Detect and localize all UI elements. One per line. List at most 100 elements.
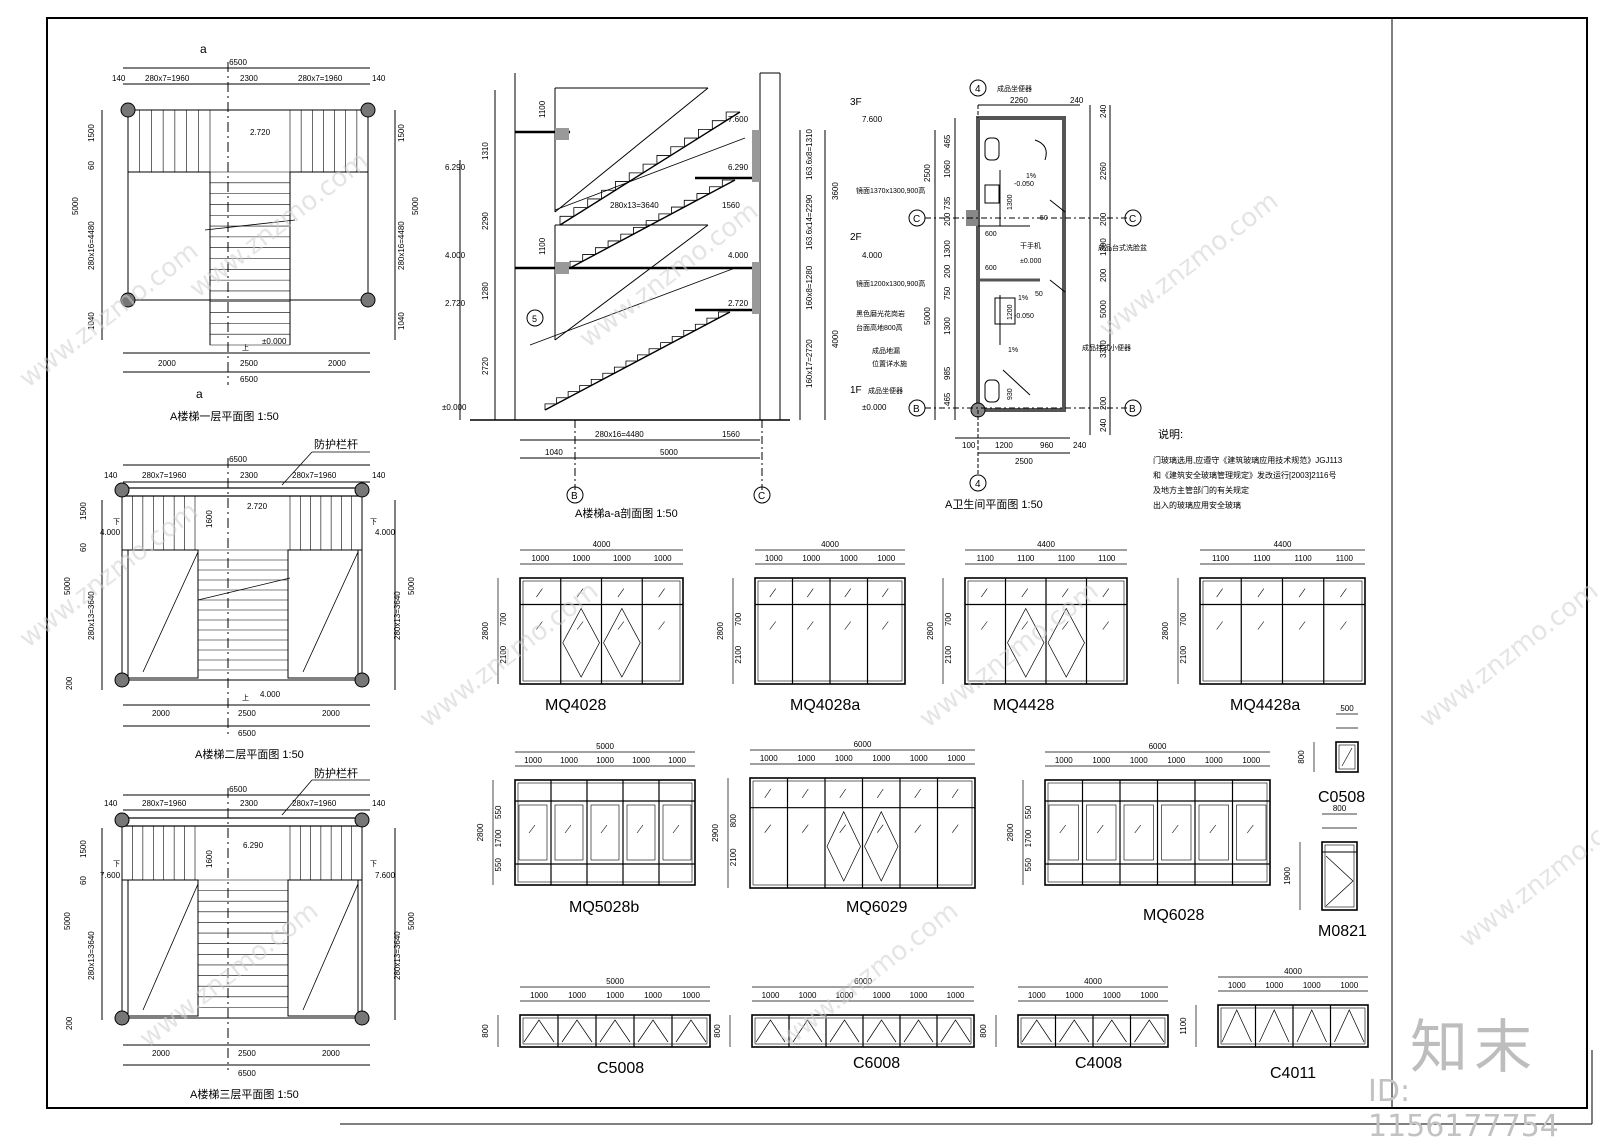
dim-total: 4000	[593, 540, 611, 549]
dim-pane: 1000	[1242, 756, 1260, 765]
p1-right-3: 280x16=4480	[397, 221, 406, 270]
t-overall-l: 2500	[923, 164, 932, 182]
p1-edge-right: 140	[372, 74, 386, 83]
t-off-1: -0.050	[1014, 181, 1034, 188]
sec-ldim-4: 2720	[481, 357, 490, 375]
dim-pane: 1000	[836, 991, 854, 1000]
p2-left-3: 280x13=3640	[87, 591, 96, 640]
t-lbl-2: 干手机	[1020, 241, 1041, 250]
p3-left-4: 200	[65, 1016, 74, 1030]
window-inner-frame	[1338, 744, 1356, 770]
sec-lv-i2: 6.290	[728, 163, 749, 172]
glass-mark	[882, 621, 889, 630]
dim-height: 700	[1179, 612, 1188, 626]
win-code-8: M0821	[1318, 923, 1367, 940]
dim-pane: 1000	[765, 554, 783, 563]
glass-mark	[576, 588, 584, 598]
p3-edge-right: 140	[372, 799, 386, 808]
p2-level-b: 4.000	[260, 690, 281, 699]
dim-pane: 1000	[596, 756, 614, 765]
notes-line-4: 出入的玻璃应用安全玻璃	[1153, 500, 1241, 510]
glass-mark	[1134, 824, 1141, 834]
window-swing	[1096, 1019, 1127, 1043]
sash	[626, 804, 656, 861]
sec-lv-r2: 4.000	[862, 251, 883, 260]
window-swing	[1334, 1009, 1365, 1043]
p1-bot-total: 6500	[240, 375, 258, 384]
dim-total: 6000	[854, 740, 872, 749]
dim-height: 2100	[734, 645, 743, 663]
p3-run-right: 280x7=1960	[292, 799, 337, 808]
glass-mark	[658, 621, 665, 630]
t-sd-4: 930	[1007, 388, 1014, 400]
win-code-1: MQ4028a	[790, 697, 860, 714]
dim-total: 5000	[606, 977, 624, 986]
t-right-1: 2260	[1099, 162, 1108, 180]
notes-line-2: 和《建筑安全玻璃管理规定》发改运行[2003]2116号	[1153, 470, 1336, 480]
t-overall-m: 5000	[923, 307, 932, 325]
p2-caption: A楼梯二层平面图 1:50	[195, 747, 304, 761]
glass-mark	[1102, 588, 1109, 598]
p1-up: 上	[242, 343, 249, 352]
dim-pane: 1000	[1303, 981, 1321, 990]
dim-height: 2800	[481, 622, 490, 640]
window-swing	[792, 1019, 823, 1043]
glass-mark	[1062, 588, 1069, 598]
dim-pane: 1000	[1205, 756, 1223, 765]
dim-height: 2900	[711, 824, 720, 842]
p2-edge-left: 140	[104, 471, 118, 480]
glass-mark	[981, 588, 988, 598]
glass-mark	[1209, 824, 1216, 834]
dim-height: 2100	[499, 645, 508, 663]
sash	[1086, 804, 1117, 861]
glass-mark	[764, 788, 771, 798]
p2-left-1: 1500	[79, 502, 88, 520]
section-step	[544, 311, 730, 410]
glass-mark	[564, 824, 572, 834]
glass-mark	[1341, 747, 1353, 767]
sec-lv-r1: 7.600	[862, 115, 883, 124]
p1-left-1: 1500	[87, 124, 96, 142]
win-code-6: MQ6029	[846, 899, 907, 916]
glass-mark	[914, 788, 921, 798]
sec-rdim-1: 163.6x8=1310	[805, 129, 814, 180]
p1-right-1: 1500	[397, 124, 406, 142]
dim-pane: 1000	[947, 991, 965, 1000]
t-bot-total: 2500	[1015, 457, 1033, 466]
p2-height-r: 5000	[407, 577, 416, 595]
p2-down-r: 下	[370, 518, 377, 526]
glass-mark	[1062, 621, 1069, 630]
window-swing	[1059, 1019, 1090, 1043]
glass-mark	[1257, 621, 1265, 630]
p1-right-4: 1040	[397, 312, 406, 330]
dim-height: 700	[734, 612, 743, 626]
dim-pane: 1000	[1065, 991, 1083, 1000]
dim-pane: 1000	[1130, 756, 1148, 765]
p3-left-3: 280x13=3640	[87, 931, 96, 980]
glass-mark	[600, 824, 608, 834]
window-frame	[514, 779, 696, 886]
dim-pane: 1000	[531, 554, 549, 563]
p3-bot-total: 6500	[238, 1069, 256, 1078]
dim-pane: 1100	[1212, 554, 1230, 563]
window-inner-frame	[517, 782, 693, 883]
t-top-2: 240	[1070, 96, 1084, 105]
sec-run-r: 1560	[722, 430, 740, 439]
t-axis-c-l: C	[913, 214, 920, 225]
dim-total: 4400	[1274, 540, 1292, 549]
t-right-3: 1300	[1099, 238, 1108, 256]
p2-height: 5000	[63, 577, 72, 595]
dim-total: 4000	[821, 540, 839, 549]
window-swing	[1134, 1019, 1165, 1043]
dim-pane: 1000	[560, 756, 578, 765]
glass-mark	[576, 621, 584, 630]
dim-height: 2800	[1006, 823, 1015, 841]
dim-height: 800	[1297, 750, 1306, 764]
t-axis-b-r: B	[1129, 404, 1136, 415]
